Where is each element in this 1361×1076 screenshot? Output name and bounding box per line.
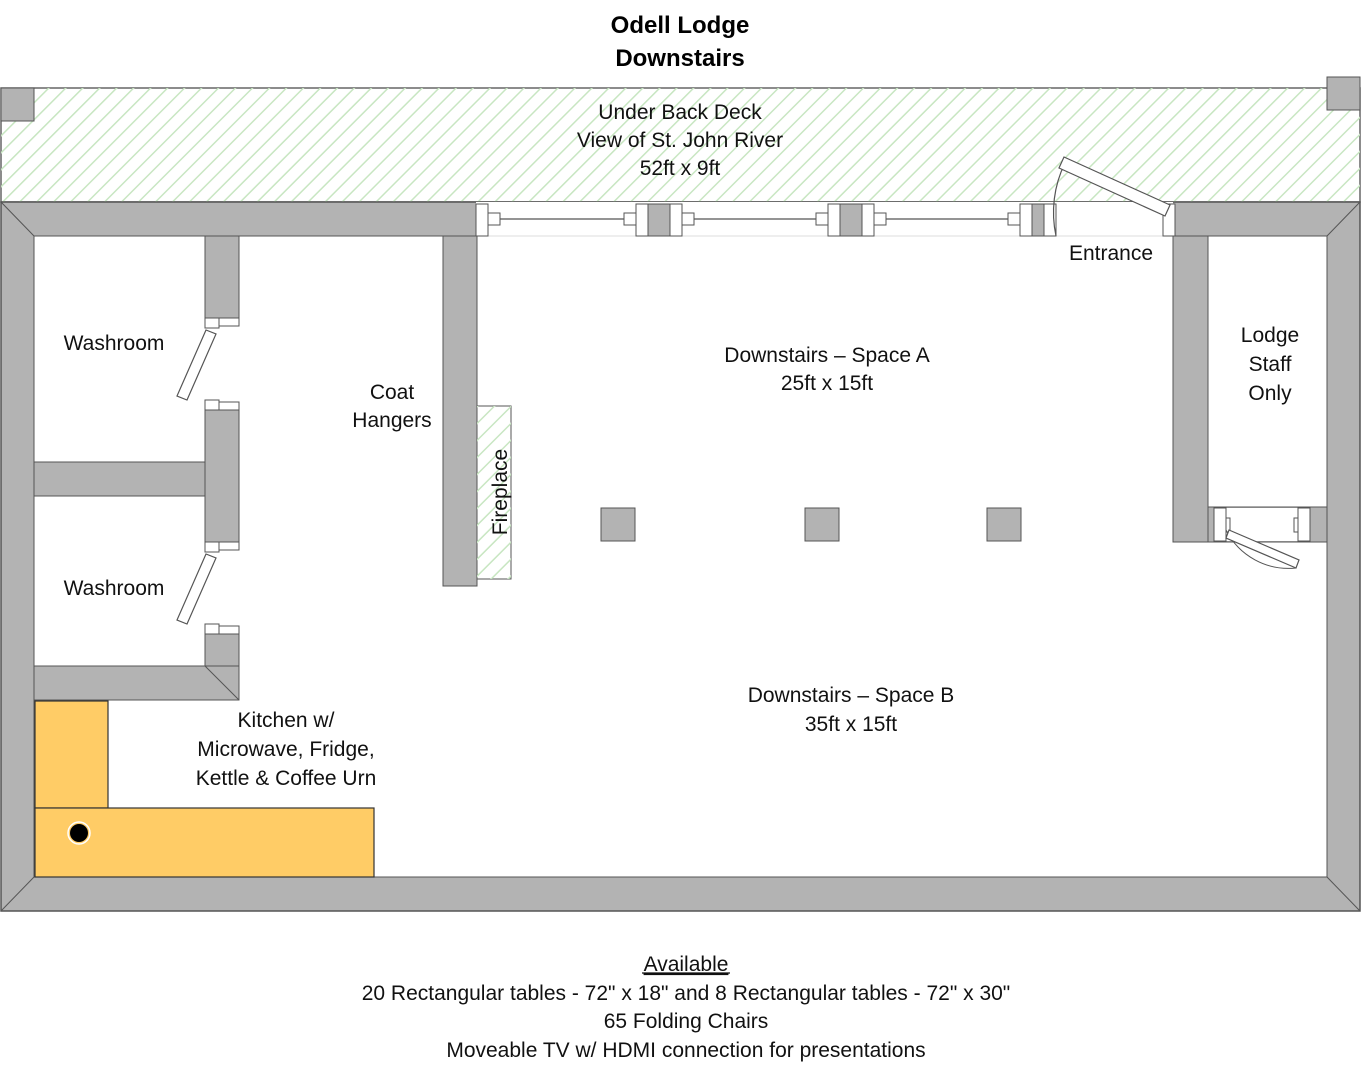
staff-label-line2: Staff bbox=[1249, 353, 1292, 376]
plan-title: Odell Lodge bbox=[611, 12, 750, 39]
entrance-door bbox=[1052, 156, 1171, 237]
plan-subtitle: Downstairs bbox=[615, 45, 744, 72]
deck-size-label: 52ft x 9ft bbox=[640, 157, 721, 180]
washroom-bottom-label: Washroom bbox=[64, 577, 165, 600]
staff-label-line3: Only bbox=[1248, 382, 1292, 405]
sink-icon bbox=[70, 824, 88, 842]
available-tv: Moveable TV w/ HDMI connection for prese… bbox=[446, 1039, 925, 1062]
window-wall bbox=[475, 202, 1176, 237]
space-b-size: 35ft x 15ft bbox=[805, 713, 897, 736]
deck-post-left bbox=[0, 87, 35, 122]
column bbox=[986, 507, 1022, 542]
washroom-walls bbox=[33, 235, 240, 701]
available-tables: 20 Rectangular tables - 72" x 18" and 8 … bbox=[362, 982, 1011, 1005]
deck-post-right bbox=[1326, 76, 1361, 111]
available-chairs: 65 Folding Chairs bbox=[604, 1010, 769, 1033]
deck-label: Under Back Deck bbox=[598, 101, 762, 124]
kitchen-counter bbox=[34, 700, 375, 878]
column bbox=[804, 507, 840, 542]
coat-label-line2: Hangers bbox=[352, 409, 431, 432]
kitchen-label-line2: Microwave, Fridge, bbox=[197, 738, 374, 761]
washroom-top-label: Washroom bbox=[64, 332, 165, 355]
kitchen-label-line3: Kettle & Coffee Urn bbox=[196, 767, 377, 790]
fireplace bbox=[476, 405, 512, 580]
available-heading: Available bbox=[644, 953, 729, 976]
column bbox=[600, 507, 636, 542]
coat-wall bbox=[442, 235, 478, 587]
staff-room-door bbox=[1213, 507, 1311, 569]
space-b-label: Downstairs – Space B bbox=[748, 684, 955, 707]
coat-label-line1: Coat bbox=[370, 381, 415, 404]
kitchen-label-line1: Kitchen w/ bbox=[238, 709, 335, 732]
fireplace-label: Fireplace bbox=[489, 449, 512, 535]
deck-view-label: View of St. John River bbox=[577, 129, 783, 152]
washroom-door-bottom bbox=[176, 541, 240, 635]
space-a-label: Downstairs – Space A bbox=[724, 344, 929, 367]
staff-label-line1: Lodge bbox=[1241, 324, 1299, 347]
entrance-label: Entrance bbox=[1069, 242, 1153, 265]
back-deck bbox=[0, 76, 1361, 203]
space-a-size: 25ft x 15ft bbox=[781, 372, 873, 395]
washroom-door-top bbox=[176, 317, 240, 411]
